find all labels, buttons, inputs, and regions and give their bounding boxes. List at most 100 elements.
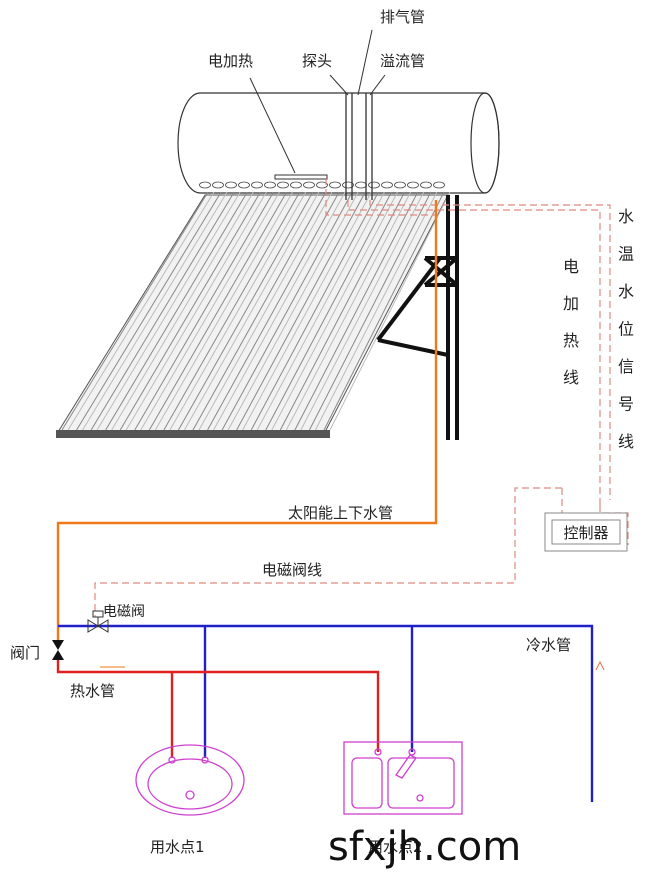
heater-wire-label-char: 热	[563, 331, 579, 350]
vacuum-tube-edge	[271, 191, 398, 431]
vacuum-tube	[279, 191, 406, 431]
cold-pipe-label: 冷水管	[526, 636, 571, 654]
wash-basin	[135, 744, 245, 816]
vacuum-tube	[294, 191, 419, 431]
vacuum-tube-edge	[213, 191, 346, 431]
tube-socket	[407, 181, 419, 189]
point2-label: 用水点2	[368, 838, 423, 856]
vacuum-tube-edge	[82, 191, 228, 431]
vacuum-tube	[134, 191, 274, 431]
vacuum-tube-edge	[154, 191, 294, 431]
solenoid-valve-label: 电磁阀	[103, 604, 145, 620]
hot-water-pipe	[56, 652, 380, 758]
electric-heating-label: 电加热	[208, 52, 253, 70]
tube-socket	[368, 181, 380, 189]
solar-collector	[56, 191, 451, 438]
signal-wire-label-char: 水	[618, 207, 634, 226]
signal-wire-label-char: 线	[618, 432, 634, 451]
hot-pipe-label: 热水管	[70, 682, 115, 700]
tube-socket	[212, 181, 224, 189]
dashed-wires	[94, 178, 629, 617]
heater-wire-label-char: 电	[563, 257, 579, 276]
signal-wire-label-char: 水	[618, 282, 634, 301]
vacuum-tube-edge	[111, 191, 254, 431]
watermark: sfxjh.com	[328, 824, 521, 870]
tube-socket	[329, 181, 341, 189]
solar-pipe-label: 太阳能上下水管	[288, 504, 393, 522]
vacuum-tube	[148, 191, 288, 431]
tube-socket	[251, 181, 263, 189]
tube-socket	[199, 181, 211, 189]
vacuum-tube-edge	[227, 191, 359, 431]
tube-sockets	[199, 181, 445, 189]
tube-socket	[433, 181, 445, 189]
exhaust-pipe-label: 排气管	[380, 8, 425, 26]
tube-socket	[277, 181, 289, 189]
vacuum-tube-edge	[140, 191, 280, 431]
water-tank	[177, 92, 500, 194]
tube-socket	[342, 181, 354, 189]
vacuum-tube	[323, 191, 445, 431]
vacuum-tube-edge	[67, 191, 215, 431]
vacuum-tube-edge	[329, 191, 451, 431]
vacuum-tube	[76, 191, 222, 431]
leader-lines	[249, 29, 386, 174]
kitchen-sink	[343, 741, 463, 815]
solar-up-down-pipe	[56, 200, 438, 640]
vacuum-tube-edge	[184, 191, 320, 431]
collector-base	[56, 430, 330, 438]
tube-socket	[355, 181, 367, 189]
signal-wire-label-char: 信	[618, 357, 634, 376]
vacuum-tube-edge	[300, 191, 425, 431]
solenoid-valve	[87, 610, 109, 633]
electric-heater-element	[274, 174, 328, 180]
vacuum-tube	[163, 191, 301, 431]
controller-label: 控制器	[563, 524, 608, 542]
vertical-pipes	[345, 93, 373, 200]
tube-socket	[303, 181, 315, 189]
point1-label: 用水点1	[150, 838, 205, 856]
vacuum-tube	[236, 191, 366, 431]
vacuum-tube	[119, 191, 261, 431]
vacuum-tube	[90, 191, 235, 431]
tube-socket	[394, 181, 406, 189]
vacuum-tube	[105, 191, 248, 431]
vacuum-tube	[221, 191, 353, 431]
vacuum-tube	[308, 191, 432, 431]
vacuum-tube	[265, 191, 392, 431]
tube-socket	[316, 181, 328, 189]
tube-socket	[381, 181, 393, 189]
vacuum-tube-edge	[198, 191, 333, 431]
vacuum-tube-edge	[314, 191, 438, 431]
solenoid-wire-label: 电磁阀线	[262, 561, 322, 579]
tube-socket	[264, 181, 276, 189]
vacuum-tube	[250, 191, 379, 431]
vacuum-tube-edge	[96, 191, 241, 431]
vacuum-tube-edge	[285, 191, 412, 431]
tube-socket	[420, 181, 432, 189]
valve-label: 阀门	[10, 644, 40, 662]
heater-wire-label-char: 加	[563, 294, 579, 313]
vacuum-tube-edge	[125, 191, 267, 431]
cold-flow-arrow	[595, 660, 605, 671]
cold-water-pipe	[58, 624, 594, 802]
vacuum-tube-edge	[256, 191, 385, 431]
vacuum-tube	[192, 191, 327, 431]
probe-label: 探头	[302, 52, 332, 70]
tube-socket	[238, 181, 250, 189]
signal-wire-label-char: 号	[618, 395, 634, 414]
controller: 控制器	[544, 512, 628, 552]
valve	[52, 640, 64, 660]
vacuum-tube-edge	[169, 191, 307, 431]
vacuum-tube	[178, 191, 314, 431]
vacuum-tube-edge	[242, 191, 372, 431]
vacuum-tube	[207, 191, 340, 431]
signal-wire-label-char: 温	[618, 245, 634, 264]
tube-socket	[290, 181, 302, 189]
tube-socket	[225, 181, 237, 189]
heater-wire-label-char: 线	[563, 368, 579, 387]
signal-wire-label-char: 位	[618, 320, 634, 339]
